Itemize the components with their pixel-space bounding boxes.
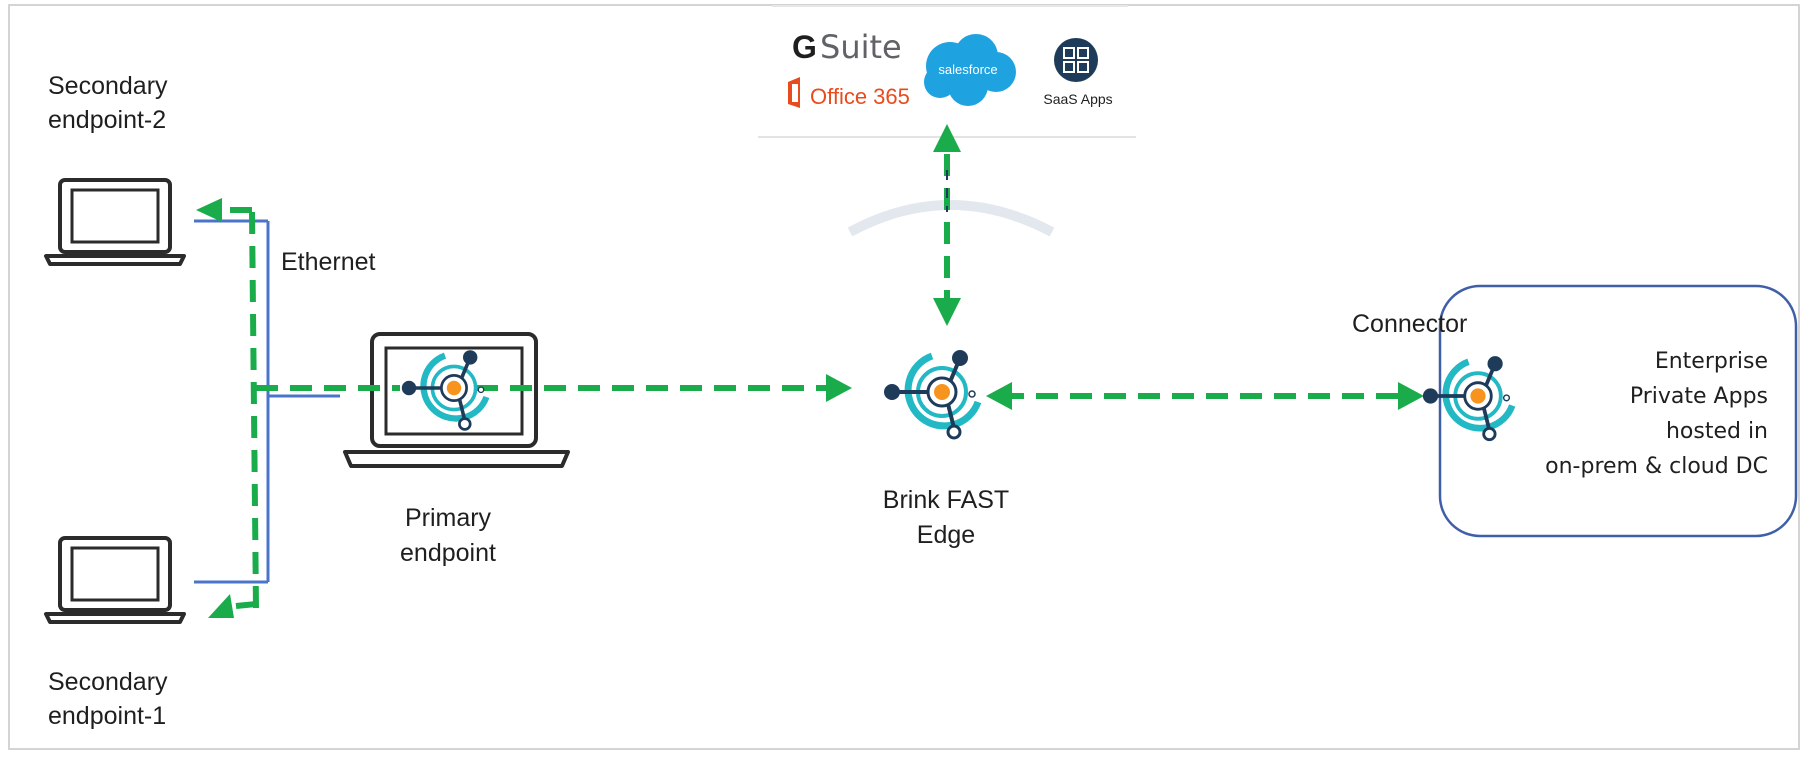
secondary-endpoint-1-label-line2: endpoint-1 [48,702,166,730]
enterprise-label-line3: hosted in [1666,419,1768,444]
enterprise-label-line2: Private Apps [1630,384,1768,409]
arrowhead-saas-up [933,124,961,152]
gsuite-label: Suite [820,28,902,66]
primary-endpoint-label-line1: Primary [405,504,492,532]
flow-arrowheads [196,124,1424,618]
secondary-endpoint-1-label-line1: Secondary [48,668,168,696]
salesforce-label: salesforce [938,62,997,77]
enterprise-label-line1: Enterprise [1655,349,1768,374]
cloud-arc [847,200,1055,237]
arrowhead-secondary-2 [196,198,222,222]
brink-fast-edge-label-line2: Edge [917,521,975,549]
ethernet-bus [194,219,340,584]
flow-to-secondary-1 [235,601,257,609]
enterprise-apps-box [1438,284,1798,538]
brink-fast-edge-node-icon [884,350,978,438]
arrowhead-connector [1398,382,1424,410]
flow-ethernet-vertical [249,211,259,609]
arrowhead-edge-right [986,382,1012,410]
saas-apps-label: SaaS Apps [1043,91,1112,107]
arrowhead-saas-down [933,298,961,326]
secondary-endpoint-2-label-line2: endpoint-2 [48,106,166,134]
secondary-endpoint-2-label-line1: Secondary [48,72,168,100]
brink-fast-edge-label-line1: Brink FAST [883,486,1009,514]
saas-apps-icon [1054,38,1098,82]
secondary-endpoint-1-laptop-icon [44,536,186,624]
primary-endpoint-label-line2: endpoint [400,539,496,567]
enterprise-label-line4: on-prem & cloud DC [1545,454,1768,479]
secondary-endpoint-2-laptop-icon [44,178,186,266]
saas-panel: G Suite Office 365 salesforce SaaS Apps [758,5,1136,237]
connector-label: Connector [1352,310,1467,338]
arrowhead-secondary-1 [208,594,234,618]
office-365-label: Office 365 [810,84,910,109]
arrowhead-edge-left [826,374,852,402]
gsuite-g-logo: G [792,29,817,65]
ethernet-label: Ethernet [281,248,376,276]
office-365-icon [788,77,800,108]
salesforce-cloud-icon [924,34,1016,106]
